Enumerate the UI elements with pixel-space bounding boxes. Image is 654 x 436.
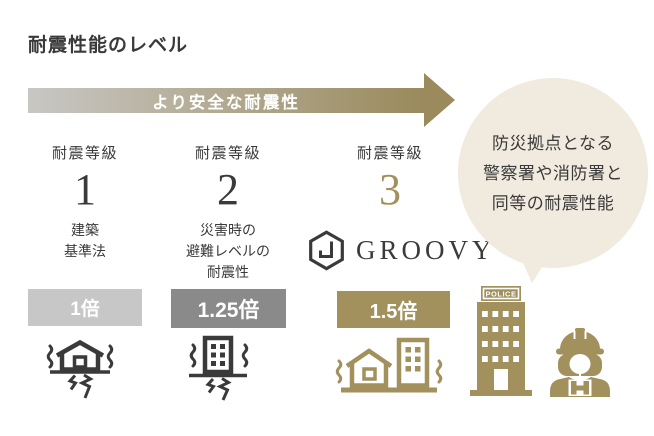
- grade-1-number: 1: [74, 165, 96, 214]
- police-station-icon: POLICE: [470, 286, 532, 396]
- groovy-hexagon-icon: [309, 230, 344, 271]
- column-grade-1: 耐震等級 1 建築 基準法: [20, 142, 150, 262]
- column-grade-2: 耐震等級 2 災害時の 避難レベルの 耐震性: [163, 142, 293, 283]
- shaking-house-and-building-icon: [335, 337, 443, 393]
- arrow-label: より安全な耐震性: [152, 93, 300, 112]
- grade-3-number: 3: [379, 165, 401, 214]
- multiplier-badge-grade-2: 1.25倍: [171, 289, 286, 328]
- shaking-building-icon: [189, 335, 249, 401]
- police-sign-label: POLICE: [486, 290, 517, 299]
- shaking-house-icon: [46, 339, 114, 399]
- grade-2-description: 災害時の 避難レベルの 耐震性: [186, 222, 270, 281]
- bubble-line-2: 警察署や消防署と: [483, 164, 623, 183]
- safety-gradient-arrow: より安全な耐震性: [28, 88, 424, 113]
- multiplier-badge-grade-3: 1.5倍: [337, 291, 450, 328]
- groovy-logo: GROOVY: [306, 230, 496, 271]
- firefighter-icon: [550, 328, 610, 397]
- arrow-head-icon: [424, 73, 455, 127]
- multiplier-badge-grade-1: 1倍: [28, 289, 142, 326]
- grade-1-description: 建築 基準法: [64, 222, 106, 260]
- page-title: 耐震性能のレベル: [28, 35, 189, 56]
- column-grade-3: 耐震等級 3: [325, 142, 455, 213]
- bubble-line-1: 防災拠点となる: [492, 134, 614, 153]
- grade-2-label: 耐震等級: [194, 145, 261, 162]
- grade-2-number: 2: [217, 165, 239, 214]
- speech-bubble: 防災拠点となる 警察署や消防署と 同等の耐震性能: [458, 78, 648, 268]
- grade-1-label: 耐震等級: [51, 145, 118, 162]
- groovy-wordmark: GROOVY: [356, 235, 496, 265]
- grade-3-label: 耐震等級: [356, 145, 423, 162]
- bubble-line-3: 同等の耐震性能: [491, 194, 615, 213]
